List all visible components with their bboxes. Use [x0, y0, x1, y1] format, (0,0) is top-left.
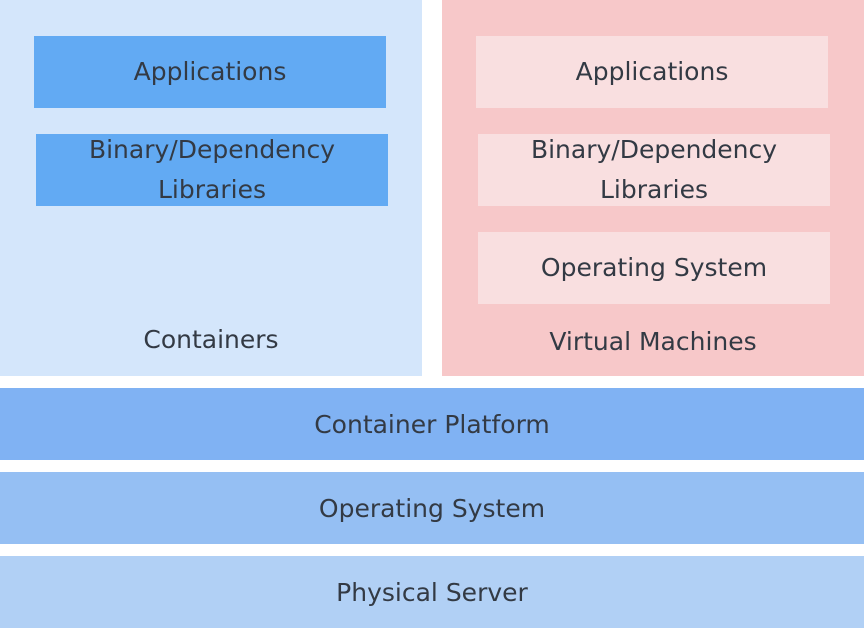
operating-system-label: Operating System — [318, 493, 546, 523]
vm-applications-label: Applications — [575, 57, 729, 86]
containers-libraries-line2: Libraries — [158, 175, 266, 204]
containers-libraries-line1: Binary/Dependency — [88, 135, 336, 164]
virtual-machines-label: Virtual Machines — [549, 327, 757, 356]
containers-applications-block: Applications — [34, 36, 386, 108]
containers-label: Containers — [143, 325, 279, 354]
vm-operating-system-label: Operating System — [540, 253, 768, 282]
physical-server-label: Physical Server — [336, 577, 528, 607]
vm-libraries-block: Binary/Dependency Libraries — [478, 134, 830, 206]
container-platform-label: Container Platform — [314, 409, 550, 439]
physical-server-layer: Physical Server — [0, 556, 864, 628]
containers-applications-label: Applications — [133, 57, 287, 86]
containers-libraries-block: Binary/Dependency Libraries — [36, 134, 388, 206]
vm-applications-block: Applications — [476, 36, 828, 108]
vm-libraries-line1: Binary/Dependency — [530, 135, 778, 164]
vm-libraries-line2: Libraries — [600, 175, 708, 204]
vm-operating-system-block: Operating System — [478, 232, 830, 304]
container-platform-layer: Container Platform — [0, 388, 864, 460]
operating-system-layer: Operating System — [0, 472, 864, 544]
